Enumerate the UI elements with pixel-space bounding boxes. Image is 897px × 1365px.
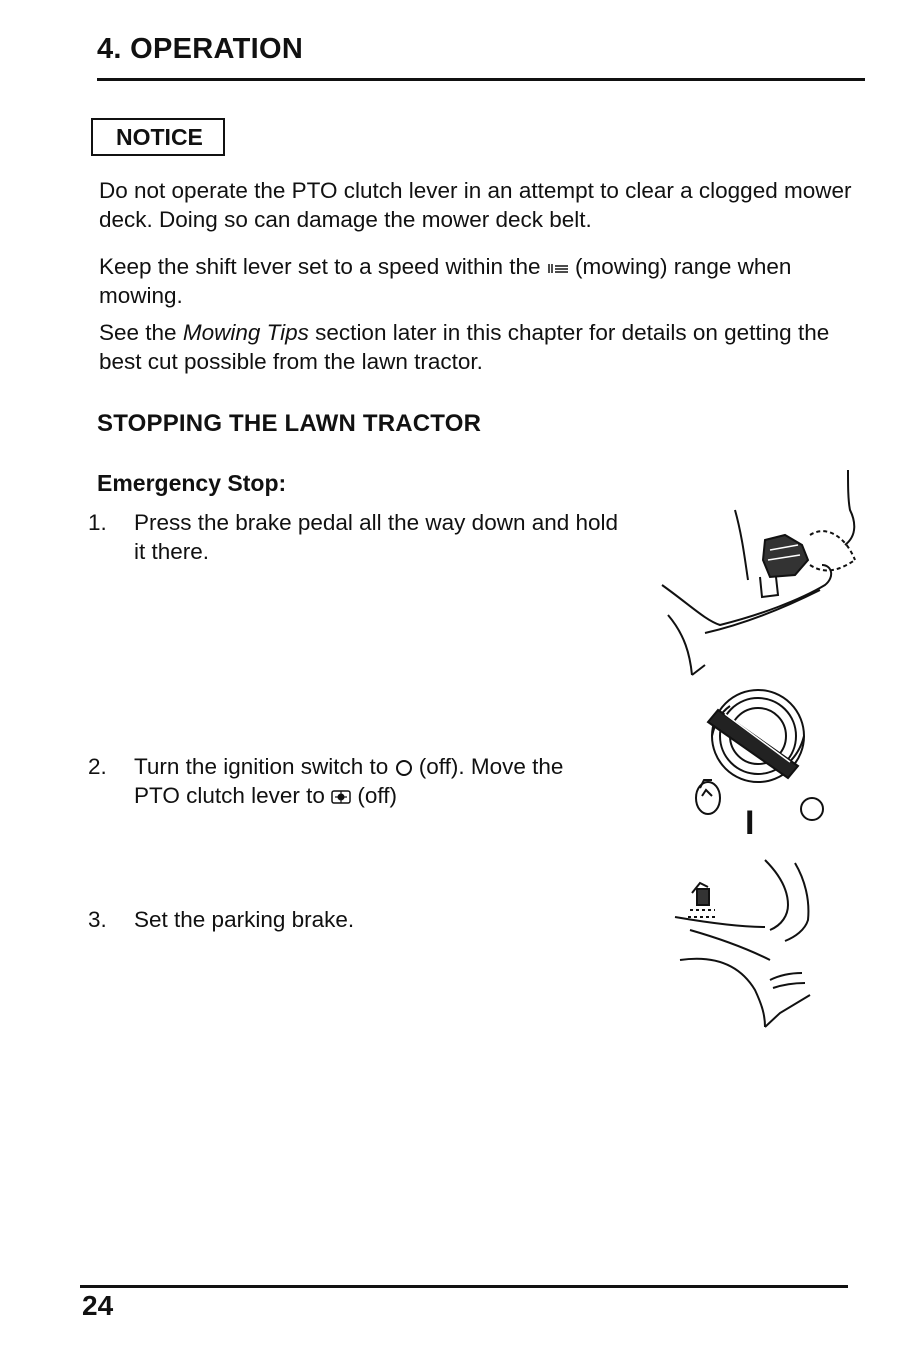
notice-paragraph-2-end: (mowing) range when mowing. (99, 254, 792, 308)
notice-paragraph-1: Do not operate the PTO clutch lever in a… (99, 178, 852, 232)
section-title: 4. OPERATION (97, 33, 304, 65)
emergency-stop-heading: Emergency Stop: (97, 470, 287, 496)
step-3-number: 3. (88, 907, 107, 932)
page-number: 24 (82, 1290, 114, 1321)
mowing-range-icon (548, 264, 568, 274)
stopping-heading: STOPPING THE LAWN TRACTOR (97, 410, 482, 437)
step-2-text-b: (off). Move the PTO clutch lever to (134, 754, 564, 808)
ignition-run-label: I (745, 804, 755, 842)
notice-box (91, 118, 225, 156)
step-2-text-c: (off) (351, 783, 398, 808)
notice-paragraph-2: Keep the shift lever set to a speed with… (99, 252, 869, 310)
brake-pedal-illustration (661, 469, 856, 676)
pto-off-icon (331, 790, 351, 804)
notice-paragraph-3-start: See the (99, 320, 183, 345)
step-2-text: Turn the ignition switch to (off). Move … (134, 752, 614, 810)
step-2-text-a: Turn the ignition switch to (134, 754, 395, 779)
step-2-number: 2. (88, 754, 107, 779)
off-circle-icon (395, 760, 412, 777)
step-1-number: 1. (88, 510, 107, 535)
step-3-text: Set the parking brake. (134, 907, 355, 932)
mowing-tips-reference: Mowing Tips (182, 320, 309, 345)
notice-paragraph-3-end: section later in this chapter for detail… (99, 320, 830, 374)
ignition-switch-illustration (694, 689, 824, 821)
title-underline (97, 78, 865, 81)
notice-paragraph-3: See the Mowing Tips section later in thi… (99, 318, 869, 376)
notice-label: NOTICE (116, 124, 203, 150)
notice-paragraph-2-start: Keep the shift lever set to a speed with… (99, 254, 547, 279)
step-1-text: Press the brake pedal all the way down a… (134, 510, 619, 564)
parking-brake-illustration (674, 859, 811, 1028)
footer-rule (80, 1285, 848, 1288)
